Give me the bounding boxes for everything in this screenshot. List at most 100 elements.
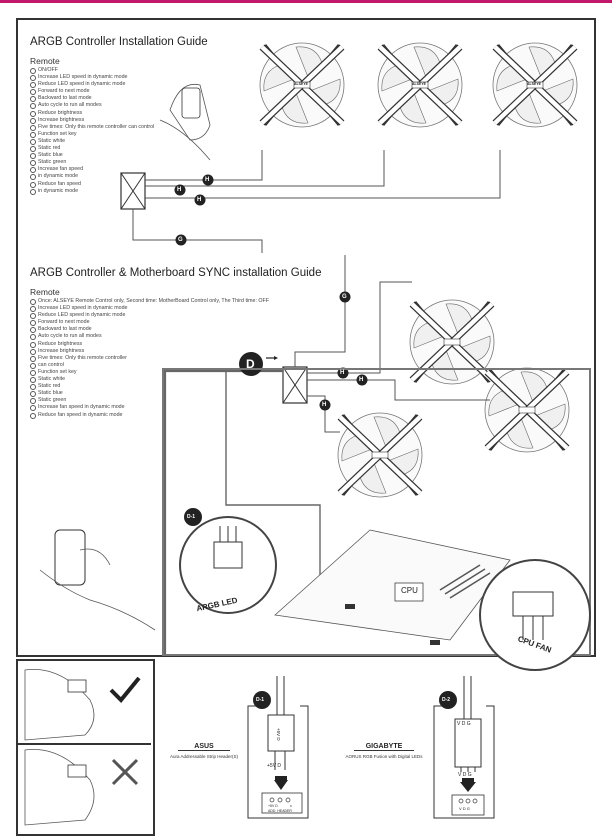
- section1-item: ON/OFF: [30, 67, 154, 74]
- h-label-1: H: [205, 177, 210, 183]
- bullet-icon: [30, 384, 36, 391]
- bullet-icon: [30, 377, 36, 384]
- section2-item: Increase brightness: [30, 348, 269, 355]
- section2-item: Increase fan speed in dynamic mode: [30, 404, 269, 412]
- section2-item: Reduce LED speed in dynamic mode: [30, 312, 269, 320]
- bullet-icon: [30, 138, 36, 145]
- gigabyte-brand: GIGABYTE: [354, 743, 414, 751]
- asus-description: Aura Addressable Strip Header(S): [169, 754, 239, 759]
- section1-remote-heading: Remote: [30, 56, 60, 66]
- check-caption: correct: [20, 830, 21, 831]
- bullet-icon: [30, 369, 36, 376]
- cross-icon: [107, 754, 143, 790]
- section1-item: Reduce fan speed: [30, 181, 154, 188]
- asus-pin-label: +5V D: [267, 763, 282, 769]
- remote-hand-2: [39, 529, 156, 631]
- section2-remote-heading: Remote: [30, 287, 60, 297]
- bullet-icon: [30, 160, 36, 167]
- section1-item: Forward to next mode: [30, 88, 154, 96]
- bullet-icon: [30, 348, 36, 355]
- bullet-icon: [30, 355, 36, 362]
- section2-item: Static blue: [30, 390, 269, 398]
- asus-header-name: ADD_HEADER: [268, 809, 292, 813]
- section2-item: Static red: [30, 383, 269, 391]
- bullet-icon: [30, 362, 36, 369]
- h-label-5: H: [359, 377, 364, 383]
- section2-item: Auto cycle to run all modes: [30, 333, 269, 341]
- bullet-icon: [30, 181, 36, 188]
- section1-item: Reduce brightness: [30, 110, 154, 117]
- section2-item: Static green: [30, 397, 269, 405]
- bullet-icon: [30, 75, 36, 82]
- section1-item: Static blue: [30, 152, 154, 160]
- section2-item: Once: ALSEYE Remote Control only, Second…: [30, 298, 269, 305]
- section2-item: Reduce brightness: [30, 341, 269, 348]
- gb-pin-top-label: V D G: [457, 721, 471, 727]
- section2-remote-functions: Once: ALSEYE Remote Control only, Second…: [30, 298, 269, 419]
- section2-item: Increase LED speed in dynamic mode: [30, 305, 269, 313]
- bullet-icon: [30, 188, 36, 195]
- section1-item: in dynamic mode: [30, 188, 154, 195]
- fan-6: [338, 413, 422, 497]
- bullet-icon: [30, 313, 36, 320]
- gb-header-pins: V D G: [459, 806, 470, 811]
- top-accent-bar: [0, 0, 612, 3]
- bullet-icon: [30, 89, 36, 96]
- asus-header-pins: +5V D: [268, 804, 278, 808]
- h-label-2: H: [177, 187, 182, 193]
- bullet-icon: [30, 391, 36, 398]
- bullet-icon: [30, 327, 36, 334]
- section1-item: Auto cycle to run all modes: [30, 102, 154, 110]
- controller-2: [282, 366, 308, 404]
- fan-1-logo: ALSEYE: [294, 82, 309, 86]
- d1-marker: [184, 508, 202, 526]
- section1-item: Increase LED speed in dynamic mode: [30, 74, 154, 82]
- bullet-icon: [30, 334, 36, 341]
- gigabyte-description: AORUS RGB Fusion with Digital LEDs: [345, 754, 423, 759]
- d1-asus-marker: [253, 691, 271, 709]
- h-label-6: H: [322, 402, 327, 408]
- h-label-3: H: [197, 197, 202, 203]
- bullet-icon: [30, 103, 36, 110]
- check-icon: [107, 672, 143, 708]
- section2-item: Function set key: [30, 369, 269, 376]
- h-label-4: H: [340, 370, 345, 376]
- section1-item: in dynamic mode: [30, 173, 154, 181]
- bullet-icon: [30, 110, 36, 117]
- fan-5: [485, 368, 569, 452]
- section1-title: ARGB Controller Installation Guide: [30, 36, 208, 48]
- section1-item: Static red: [30, 145, 154, 153]
- section1-item: Static green: [30, 159, 154, 167]
- bullet-icon: [30, 153, 36, 160]
- bullet-icon: [30, 68, 36, 74]
- asus-header-blank: x: [290, 804, 292, 808]
- section2-item: Static white: [30, 376, 269, 384]
- d2-label: D-2: [442, 697, 451, 703]
- g-label-1: G: [178, 237, 183, 243]
- section1-item: Function set key: [30, 131, 154, 138]
- fan-3-logo: ALSEYE: [527, 82, 542, 86]
- d2-gigabyte-marker: [439, 691, 457, 709]
- remote-hand-1: [159, 83, 211, 161]
- motherboard-frame: [162, 368, 591, 656]
- section2-item: Five times: Only this remote controller: [30, 355, 269, 362]
- section1-item: Five times: Only this remote controller …: [30, 124, 154, 131]
- g-label-2: G: [342, 294, 347, 300]
- bullet-icon: [30, 405, 36, 412]
- motherboard: [274, 529, 511, 645]
- cross-caption: incorrect: [22, 830, 23, 831]
- bullet-icon: [30, 341, 36, 348]
- section1-item: Backward to last mode: [30, 95, 154, 103]
- section2-item: Backward to last mode: [30, 326, 269, 334]
- gb-pin-label: V D G: [458, 772, 472, 778]
- asus-brand: ASUS: [178, 743, 230, 751]
- bullet-icon: [30, 124, 36, 131]
- section2-item: can control: [30, 362, 269, 369]
- bullet-icon: [30, 117, 36, 124]
- fan-4: [410, 300, 494, 384]
- bullet-icon: [30, 167, 36, 174]
- bullet-icon: [30, 146, 36, 153]
- bullet-icon: [30, 131, 36, 138]
